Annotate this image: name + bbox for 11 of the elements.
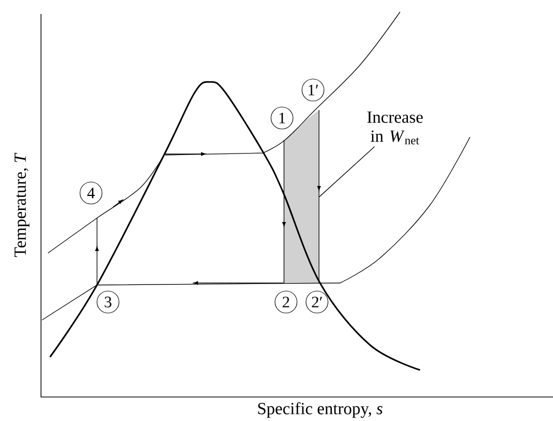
state-number: 1 [270, 106, 294, 130]
annotation-text: Increase in W$_{net}$ [367, 112, 423, 144]
state-number: 4 [80, 182, 102, 204]
axis-label: Specific entropy, s [258, 402, 382, 418]
state-number: 2′ [306, 290, 328, 314]
state-number: 3 [96, 290, 120, 314]
shaded-area [284, 110, 319, 283]
state-number: 1′ [302, 78, 324, 102]
state-number: 2 [274, 290, 298, 314]
axis-label: Temperature, T [14, 152, 30, 257]
leader-line [318, 146, 375, 198]
